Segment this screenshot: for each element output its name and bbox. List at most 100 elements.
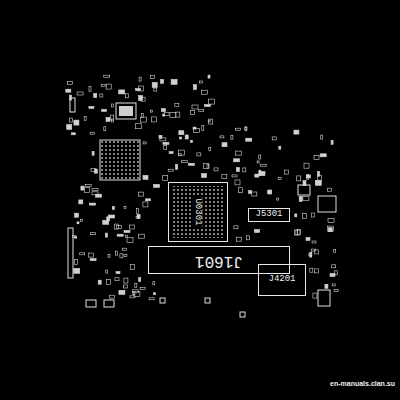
- smd-part: [331, 140, 333, 144]
- smd-part: [143, 142, 146, 144]
- smd-part: [192, 105, 198, 109]
- smd-part: [279, 146, 281, 149]
- smd-part: [309, 254, 312, 256]
- smd-part: [102, 109, 107, 111]
- smd-part: [170, 113, 176, 118]
- smd-part: [245, 127, 247, 131]
- smd-part: [77, 222, 79, 224]
- smd-part: [314, 156, 319, 160]
- part-label: J4201: [266, 275, 297, 285]
- smd-part: [137, 215, 140, 219]
- smd-part: [310, 252, 312, 257]
- smd-part: [119, 90, 125, 94]
- smd-part: [89, 253, 94, 257]
- smd-part: [268, 190, 272, 194]
- smd-part: [80, 219, 82, 221]
- smd-part: [75, 213, 79, 217]
- smd-part: [106, 233, 108, 237]
- smd-part: [74, 268, 80, 273]
- smd-part: [84, 117, 86, 121]
- smd-part: [169, 152, 173, 154]
- bga-chip: U0301: [168, 182, 228, 242]
- smd-part: [108, 254, 110, 257]
- smd-part: [75, 236, 77, 238]
- smd-part: [149, 298, 154, 300]
- smd-part: [294, 130, 299, 134]
- smd-part: [135, 283, 137, 287]
- smd-part: [138, 192, 143, 196]
- smd-part: [124, 278, 128, 283]
- smd-part: [209, 148, 211, 151]
- smd-part: [81, 186, 84, 190]
- smd-part: [208, 99, 214, 104]
- smd-part: [90, 132, 94, 134]
- ic-package: [116, 103, 136, 119]
- smd-part: [154, 184, 160, 187]
- smd-part: [104, 127, 106, 131]
- smd-part: [299, 196, 302, 201]
- smd-part: [231, 136, 233, 140]
- smd-part: [146, 199, 151, 201]
- connector: J4201: [258, 264, 306, 296]
- smd-part: [163, 175, 168, 180]
- smd-part: [139, 77, 141, 81]
- smd-part: [92, 151, 94, 155]
- smd-part: [303, 196, 309, 200]
- smd-part: [92, 188, 98, 190]
- smd-part: [74, 120, 79, 125]
- smd-part: [191, 140, 193, 142]
- smd-part: [202, 174, 207, 178]
- smd-part: [171, 79, 177, 84]
- smd-part: [127, 237, 133, 242]
- smd-part: [176, 112, 180, 117]
- smd-part: [136, 216, 139, 218]
- smd-part: [125, 94, 128, 98]
- smd-part: [139, 278, 141, 282]
- smd-part: [259, 172, 265, 176]
- smd-part: [239, 188, 243, 193]
- smd-part: [70, 95, 72, 100]
- smd-part: [328, 226, 334, 231]
- smd-part: [318, 171, 320, 176]
- smd-part: [115, 224, 119, 229]
- smd-part: [272, 137, 276, 140]
- smd-part: [334, 271, 337, 275]
- smd-part: [152, 83, 157, 88]
- smd-part: [220, 136, 224, 138]
- smd-part: [168, 169, 173, 171]
- smd-part: [193, 127, 196, 129]
- smd-part: [204, 164, 209, 169]
- smd-part: [304, 163, 309, 168]
- smd-part: [77, 92, 83, 95]
- smd-part: [189, 163, 195, 165]
- smd-part: [133, 290, 139, 293]
- smd-part: [100, 94, 103, 97]
- smd-part: [255, 230, 260, 233]
- smd-part: [143, 202, 148, 207]
- smd-part: [197, 153, 201, 156]
- smd-part: [124, 207, 126, 209]
- smd-part: [85, 188, 90, 193]
- smd-part: [260, 164, 266, 166]
- mount-pad: [86, 300, 96, 307]
- smd-part: [311, 249, 315, 251]
- smd-part: [332, 284, 335, 286]
- smd-part: [302, 214, 306, 219]
- smd-part: [89, 87, 91, 92]
- smd-part: [139, 234, 145, 238]
- smd-part: [222, 174, 227, 178]
- smd-part: [295, 214, 297, 217]
- mount-pad: [240, 312, 245, 317]
- smd-part: [98, 280, 101, 284]
- ic-package: [318, 196, 336, 212]
- smd-part: [246, 138, 252, 141]
- smd-part: [69, 118, 72, 122]
- smd-part: [130, 264, 134, 269]
- smd-part: [109, 295, 114, 298]
- smd-part: [135, 124, 141, 129]
- smd-part: [163, 142, 169, 144]
- smd-part: [92, 192, 98, 195]
- smd-part: [328, 188, 332, 191]
- bga-chip: [100, 140, 140, 180]
- smd-part: [235, 180, 240, 185]
